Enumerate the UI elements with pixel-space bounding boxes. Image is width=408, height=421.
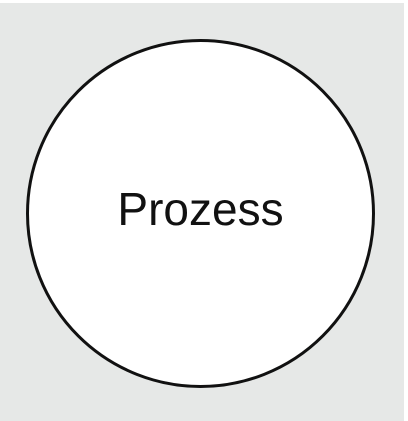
diagram-panel: Prozess (0, 3, 404, 421)
process-label: Prozess (117, 182, 284, 235)
process-node: Prozess (26, 39, 375, 388)
